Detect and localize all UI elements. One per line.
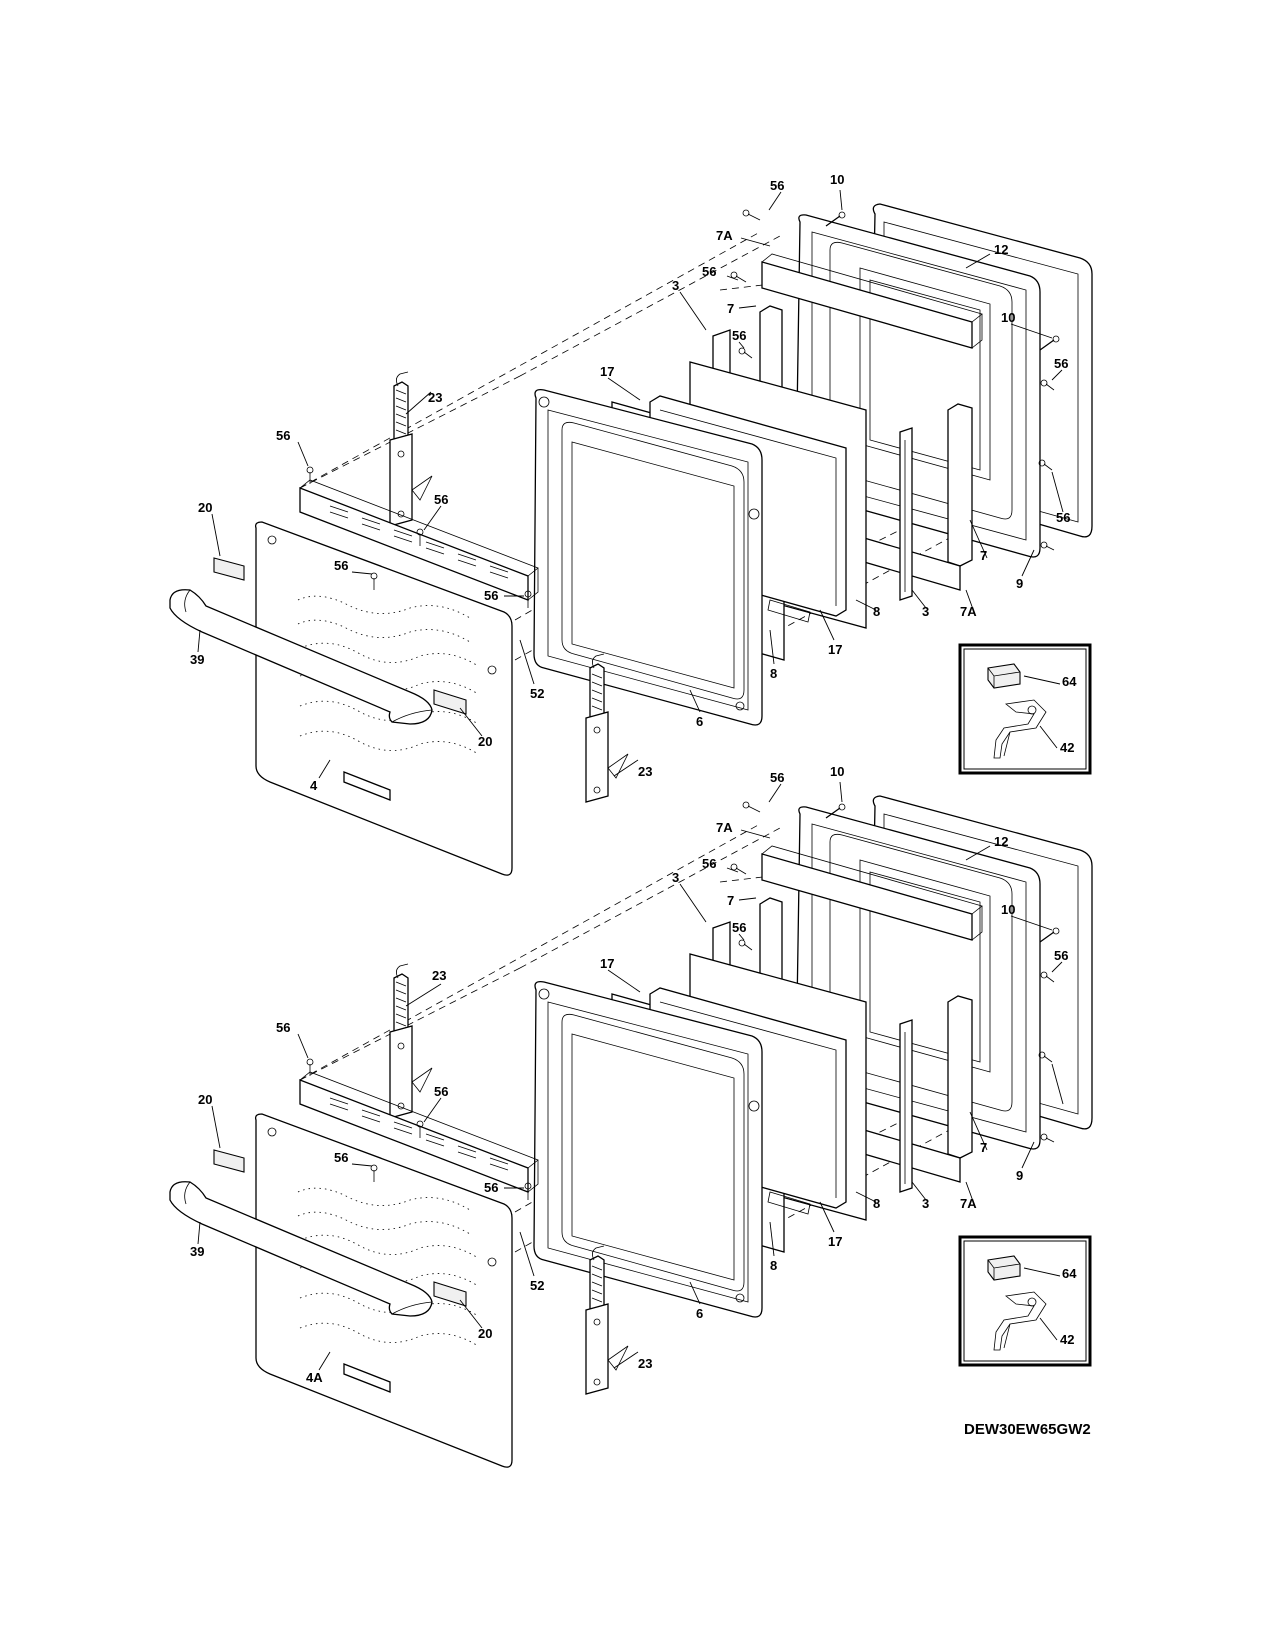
callout-label: 17 (828, 1234, 842, 1249)
callout-label: 56 (770, 770, 784, 785)
callout-label: 56 (770, 178, 784, 193)
callout-label: 20 (478, 1326, 492, 1341)
callout-label: 17 (600, 956, 614, 971)
callout-label: 7 (980, 1140, 987, 1155)
callout-label: 23 (638, 764, 652, 779)
callout-label: 7A (716, 228, 733, 243)
callout-label: 42 (1060, 740, 1074, 755)
callout-label: 8 (770, 1258, 777, 1273)
callout-label: 42 (1060, 1332, 1074, 1347)
callout-label: 56 (732, 920, 746, 935)
lower-door-drawing (169, 795, 1093, 1468)
callout-label: 56 (334, 558, 348, 573)
callout-label: 64 (1062, 1266, 1077, 1281)
callout-label: 4 (310, 778, 318, 793)
callout-label: 8 (770, 666, 777, 681)
callout-label: 8 (873, 1196, 880, 1211)
callout-label: 56 (1054, 356, 1068, 371)
callout-label: 17 (828, 642, 842, 657)
callout-label: 4A (306, 1370, 323, 1385)
callout-label: 56 (276, 1020, 290, 1035)
callout-label: 39 (190, 652, 204, 667)
callout-label: 20 (198, 500, 212, 515)
callout-label: 6 (696, 714, 703, 729)
callout-label: 3 (672, 278, 679, 293)
callout-label: 7 (980, 548, 987, 563)
callout-label: 3 (922, 1196, 929, 1211)
callout-label: 56 (434, 492, 448, 507)
callout-label: 56 (434, 1084, 448, 1099)
upper-leader-lines (197, 189, 1064, 779)
callout-label: 56 (484, 588, 498, 603)
callout-label: 7A (960, 1196, 977, 1211)
lower-leader-lines (197, 781, 1064, 1371)
callout-label: 10 (830, 764, 844, 779)
callout-label: 23 (432, 968, 446, 983)
callout-label: 7 (727, 893, 734, 908)
callout-label: 23 (638, 1356, 652, 1371)
callout-label: 56 (276, 428, 290, 443)
lower-door-assembly (169, 795, 1093, 1468)
callout-label: 56 (732, 328, 746, 343)
callout-label: 56 (702, 856, 716, 871)
callout-label: 52 (530, 1278, 544, 1293)
callout-label: 56 (334, 1150, 348, 1165)
callout-label: 7A (716, 820, 733, 835)
upper-callouts: 56 10 7A 12 56 3 7 10 56 56 17 56 23 56 … (190, 172, 1077, 793)
callout-label: 9 (1016, 1168, 1023, 1183)
callout-label: 12 (994, 242, 1008, 257)
callout-label: 7 (727, 301, 734, 316)
callout-label: 7A (960, 604, 977, 619)
callout-label: 6 (696, 1306, 703, 1321)
callout-label: 23 (428, 390, 442, 405)
callout-label: 12 (994, 834, 1008, 849)
callout-label: 52 (530, 686, 544, 701)
callout-label: 39 (190, 1244, 204, 1259)
lower-callouts: 56 10 7A 12 56 3 7 10 56 56 17 23 56 20 … (190, 764, 1077, 1385)
model-code: DEW30EW65GW2 (964, 1421, 1091, 1438)
upper-door-drawing (169, 203, 1093, 876)
callout-label: 9 (1016, 576, 1023, 591)
callout-label: 10 (1001, 310, 1015, 325)
callout-label: 10 (1001, 902, 1015, 917)
callout-label: 20 (198, 1092, 212, 1107)
callout-label: 17 (600, 364, 614, 379)
callout-label: 3 (672, 870, 679, 885)
callout-label: 3 (922, 604, 929, 619)
callout-label: 56 (1054, 948, 1068, 963)
callout-label: 8 (873, 604, 880, 619)
upper-door-assembly (169, 203, 1093, 876)
callout-label: 56 (484, 1180, 498, 1195)
callout-label: 20 (478, 734, 492, 749)
callout-label: 10 (830, 172, 844, 187)
callout-label: 64 (1062, 674, 1077, 689)
callout-label: 56 (1056, 510, 1070, 525)
callout-label: 56 (702, 264, 716, 279)
